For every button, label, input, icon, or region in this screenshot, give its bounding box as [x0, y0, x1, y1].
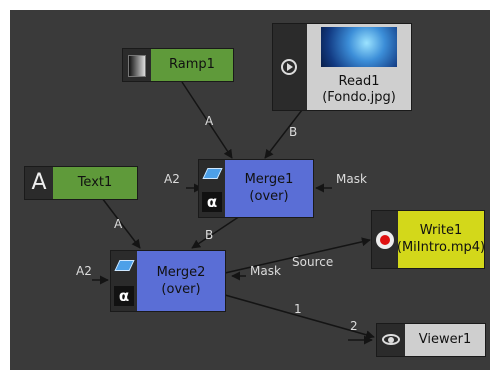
- pin-label-merge1-mask: Mask: [336, 172, 367, 186]
- write-record-icon: [372, 211, 398, 268]
- write1-label: Write1: [419, 223, 463, 238]
- wire-merge2-viewer1[interactable]: [224, 294, 375, 340]
- pin-label-merge1-a2: A2: [164, 172, 180, 186]
- merge-layers-icon: [202, 168, 223, 179]
- pin-label-viewer-2: 2: [350, 319, 358, 333]
- merge1-label: Merge1: [244, 172, 294, 187]
- text1-node[interactable]: A Text1: [24, 166, 138, 200]
- merge-layers-icon: [114, 260, 135, 271]
- merge1-icon-strip: α: [199, 160, 225, 217]
- write1-node[interactable]: Write1 (MiIntro.mp4): [371, 210, 485, 269]
- alpha-icon: α: [202, 192, 222, 212]
- read1-thumbnail: [321, 27, 397, 67]
- merge1-body: Merge1 (over): [225, 160, 313, 217]
- viewer1-label: Viewer1: [405, 324, 485, 356]
- merge2-node[interactable]: α Merge2 (over): [110, 250, 226, 312]
- ramp-gradient-icon: [123, 49, 151, 81]
- wire-ramp1-merge1[interactable]: [181, 81, 233, 159]
- ramp1-label: Ramp1: [151, 49, 233, 81]
- merge2-body: Merge2 (over): [137, 251, 225, 311]
- merge1-op: (over): [249, 189, 289, 204]
- text1-label: Text1: [53, 167, 137, 199]
- connection-wires: [92, 81, 375, 345]
- text-letter-icon: A: [25, 167, 53, 199]
- pin-label-viewer-1: 1: [294, 302, 302, 316]
- viewer1-node[interactable]: Viewer1: [376, 323, 486, 357]
- wire-merge1-merge2[interactable]: [191, 215, 241, 249]
- text-icon-letter: A: [31, 170, 47, 195]
- wire-read1-merge1[interactable]: [264, 109, 303, 159]
- eye-icon: [377, 324, 405, 356]
- wire-text1-merge2[interactable]: [101, 197, 141, 249]
- merge2-label: Merge2: [156, 265, 206, 280]
- wire-merge2-write1[interactable]: [224, 237, 371, 274]
- read-play-icon: [273, 24, 307, 110]
- read1-body: Read1 (Fondo.jpg): [307, 24, 411, 110]
- read1-file: (Fondo.jpg): [322, 90, 396, 105]
- pin-label-read-b: B: [289, 125, 298, 139]
- pin-label-merge2-a2: A2: [76, 264, 92, 278]
- pin-label-merge2-mask: Mask: [250, 264, 281, 278]
- write1-file: (MiIntro.mp4): [396, 240, 486, 255]
- pin-label-text-a: A: [114, 217, 123, 231]
- pin-label-write-source: Source: [292, 255, 334, 269]
- merge2-icon-strip: α: [111, 251, 137, 311]
- ramp1-node[interactable]: Ramp1: [122, 48, 234, 82]
- read1-node[interactable]: Read1 (Fondo.jpg): [272, 23, 412, 111]
- node-graph-canvas[interactable]: Ramp1 Read1 (Fondo.jpg) A Text1 α Merge1…: [10, 10, 490, 370]
- pin-label-merge1-b: B: [205, 228, 214, 242]
- write1-body: Write1 (MiIntro.mp4): [397, 211, 485, 268]
- read1-label: Read1: [338, 74, 380, 89]
- alpha-icon: α: [114, 286, 134, 306]
- merge2-op: (over): [161, 282, 201, 297]
- merge1-node[interactable]: α Merge1 (over): [198, 159, 314, 218]
- pin-label-ramp-a: A: [205, 114, 214, 128]
